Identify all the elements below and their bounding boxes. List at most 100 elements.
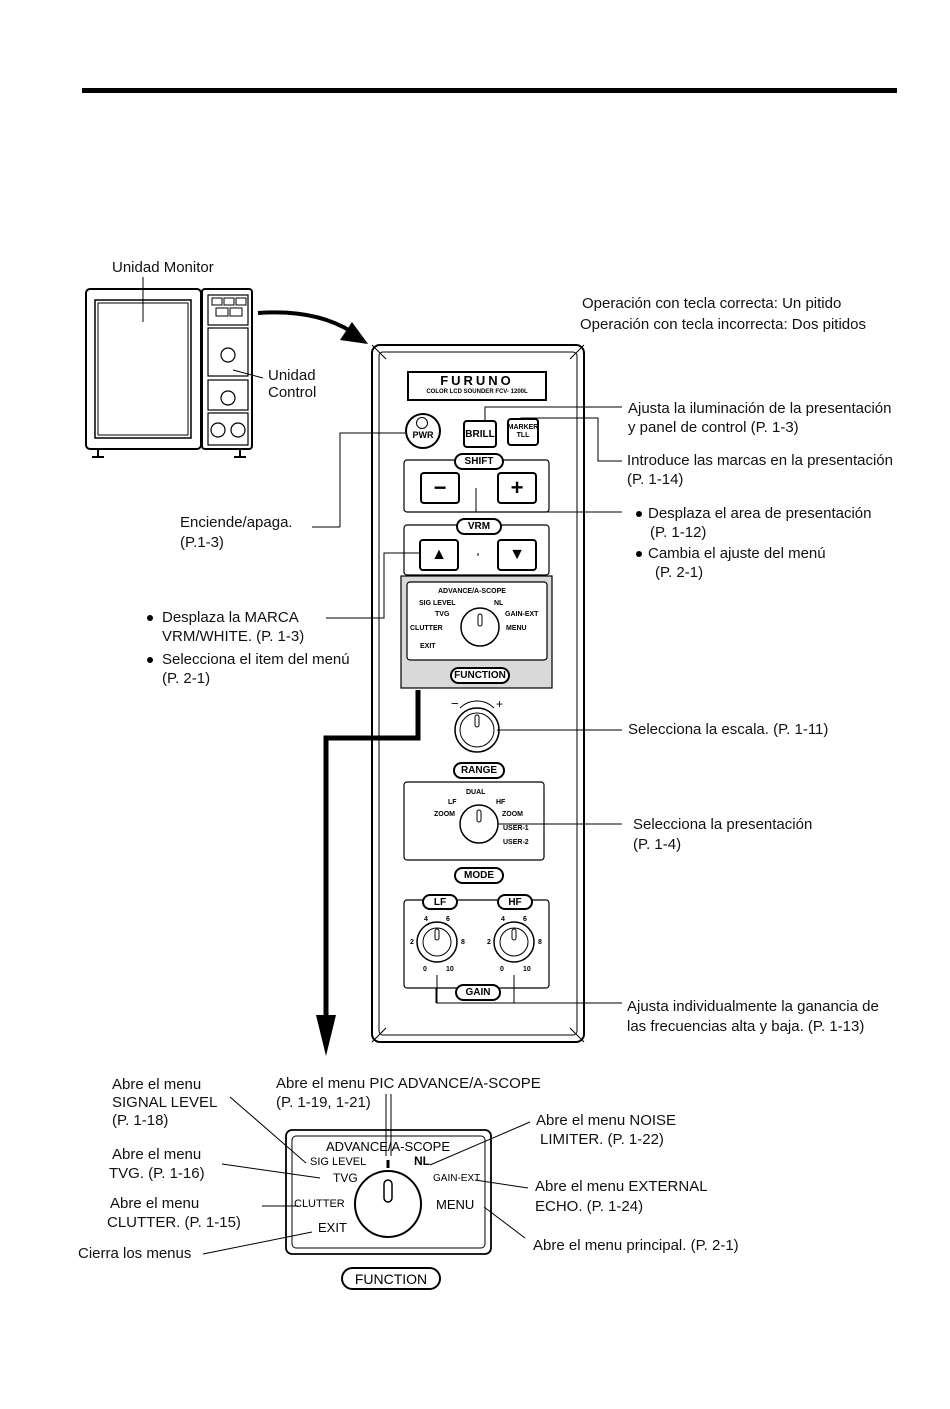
mode-dual: DUAL: [466, 789, 486, 796]
power-button[interactable]: PWR: [405, 413, 441, 449]
gain-label: GAIN: [455, 984, 501, 1001]
bullet: [636, 551, 642, 557]
up-button[interactable]: ▲: [419, 539, 459, 571]
plus-button[interactable]: +: [497, 472, 537, 504]
marker-label: MARKER: [507, 424, 539, 431]
lf-scale-6: 6: [446, 916, 450, 923]
tll-label: TLL: [516, 432, 530, 439]
pic-desc-2: (P. 1-19, 1-21): [276, 1094, 371, 1111]
sig-desc-3: (P. 1-18): [112, 1112, 169, 1129]
mode-desc-1: Selecciona la presentación: [633, 816, 813, 833]
lf-scale-10: 10: [446, 966, 454, 973]
nl-desc-2: LIMITER. (P. 1-22): [540, 1131, 664, 1148]
minus-button[interactable]: −: [420, 472, 460, 504]
fn-big-exit: EXIT: [318, 1220, 347, 1235]
sig-desc-1: Abre el menu: [112, 1076, 202, 1093]
fn-big-menu: MENU: [436, 1197, 475, 1212]
mode-lf: LF: [448, 799, 457, 806]
hf-scale-10: 10: [523, 966, 531, 973]
brill-desc-2: y panel de control (P. 1-3): [628, 419, 799, 436]
mode-hf: HF: [496, 799, 506, 806]
gain-desc-2: las frecuencias alta y baja. (P. 1-13): [627, 1018, 865, 1035]
range-plus-label: +: [496, 697, 504, 711]
clutter-desc-1: Abre el menu: [110, 1195, 200, 1212]
mode-knob[interactable]: [460, 805, 498, 843]
down-button[interactable]: ▼: [497, 539, 537, 571]
main-menu-desc: Abre el menu principal. (P. 2-1): [533, 1237, 739, 1254]
fn-big-sig: SIG LEVEL: [310, 1156, 367, 1168]
beep-ok-label: Operación con tecla correcta: Un pitido: [582, 295, 842, 312]
fn-small-menu: MENU: [506, 625, 527, 632]
lf-label: LF: [422, 894, 458, 910]
function-knob-enlarged[interactable]: [355, 1171, 421, 1237]
vrm-desc-4: (P. 2-1): [162, 670, 211, 687]
function-label: FUNCTION: [450, 667, 510, 684]
range-minus-label: −: [451, 696, 459, 711]
fn-small-clutter: CLUTTER: [410, 625, 443, 632]
control-unit-label-2: Control: [268, 384, 317, 401]
hf-scale-0: 0: [500, 966, 504, 973]
power-button-label: PWR: [412, 430, 434, 440]
fn-small-tvg: TVG: [435, 611, 450, 618]
lf-scale-8: 8: [461, 939, 465, 946]
pic-desc-1: Abre el menu PIC ADVANCE/A-SCOPE: [276, 1075, 541, 1092]
mode-desc-2: (P. 1-4): [633, 836, 682, 853]
hf-scale-4: 4: [501, 916, 505, 923]
lf-scale-0: 0: [423, 966, 427, 973]
hf-gain-knob[interactable]: [494, 922, 534, 962]
power-icon: [416, 417, 428, 429]
fn-big-tvg: TVG: [333, 1171, 358, 1185]
power-desc-1: Enciende/apaga.: [180, 514, 293, 531]
fn-small-sig: SIG LEVEL: [419, 600, 456, 607]
close-menus-desc: Cierra los menus: [78, 1245, 192, 1262]
nl-desc-1: Abre el menu NOISE: [536, 1112, 677, 1129]
gain-desc-1: Ajusta individualmente la ganancia de: [627, 998, 879, 1015]
brand-plate: FURUNO COLOR LCD SOUNDER FCV- 1200L: [410, 374, 544, 399]
monitor-unit-drawing: [85, 288, 253, 458]
function-dial-drawing: [285, 1129, 492, 1255]
fn-big-gainext: GAIN-EXT: [433, 1173, 481, 1184]
mode-zoom-left: ZOOM: [434, 811, 455, 818]
ext-desc-2: ECHO. (P. 1-24): [535, 1198, 644, 1215]
tvg-desc-1: Abre el menu: [112, 1146, 202, 1163]
control-unit-label-1: Unidad: [268, 367, 316, 384]
beep-bad-label: Operación con tecla incorrecta: Dos piti…: [580, 316, 866, 333]
shift-label: SHIFT: [454, 453, 504, 470]
top-rule: [82, 88, 897, 93]
range-knob[interactable]: [455, 708, 499, 752]
vrm-desc-1: Desplaza la MARCA: [162, 609, 299, 626]
fn-small-gainext: GAIN-EXT: [505, 611, 539, 618]
fn-small-nl: NL: [494, 600, 504, 607]
fn-small-advance: ADVANCE/A-SCOPE: [438, 588, 506, 595]
vrm-desc-3: Selecciona el item del menú: [162, 651, 350, 668]
marker-tll-button[interactable]: MARKER TLL: [507, 418, 539, 446]
shift-desc-4: (P. 2-1): [655, 564, 704, 581]
shift-desc-3: Cambia el ajuste del menú: [648, 545, 826, 562]
fn-big-nl: NL: [414, 1154, 430, 1168]
brill-desc-1: Ajusta la iluminación de la presentación: [628, 400, 892, 417]
range-desc: Selecciona la escala. (P. 1-11): [628, 721, 829, 738]
function-label-enlarged: FUNCTION: [341, 1267, 441, 1290]
hf-scale-2: 2: [487, 939, 491, 946]
bullet: [147, 657, 153, 663]
control-panel-drawing: [371, 344, 585, 1043]
fn-big-title: ADVANCE/A-SCOPE: [326, 1139, 451, 1154]
bullet: [147, 615, 153, 621]
lf-scale-2: 2: [410, 939, 414, 946]
mode-user2: USER-2: [503, 839, 529, 846]
function-knob[interactable]: [461, 608, 499, 646]
mode-label: MODE: [454, 867, 504, 884]
brill-button[interactable]: BRILL: [463, 420, 497, 448]
fn-small-exit: EXIT: [420, 643, 436, 650]
shift-desc-2: (P. 1-12): [650, 524, 707, 541]
lf-gain-knob[interactable]: [417, 922, 457, 962]
range-label: RANGE: [453, 762, 505, 779]
power-desc-2: (P.1-3): [180, 534, 224, 551]
vrm-desc-2: VRM/WHITE. (P. 1-3): [162, 628, 305, 645]
model-label: COLOR LCD SOUNDER FCV- 1200L: [426, 389, 528, 395]
marker-desc-2: (P. 1-14): [627, 471, 684, 488]
lf-scale-4: 4: [424, 916, 428, 923]
mode-user1: USER-1: [503, 825, 529, 832]
ext-desc-1: Abre el menu EXTERNAL: [535, 1178, 708, 1195]
